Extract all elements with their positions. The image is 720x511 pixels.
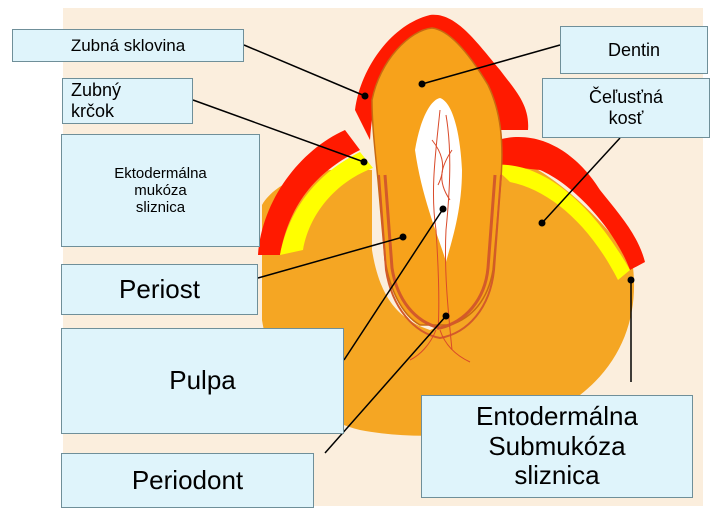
label-zubny-krcok-line-1: Zubný [71, 80, 121, 101]
label-entodermalna-line-2: Submukóza [476, 432, 638, 462]
label-celustna-kost: Čeľusťná kosť [542, 78, 710, 138]
label-periost-text: Periost [119, 275, 200, 305]
label-zubna-sklovina-text: Zubná sklovina [71, 36, 185, 56]
label-periodont-text: Periodont [132, 466, 243, 496]
label-ektodermalna-line-2: mukóza [114, 182, 207, 199]
label-celustna-kost-line-2: kosť [589, 108, 663, 129]
label-ektodermalna-sliznica: Ektodermálna mukóza sliznica [61, 134, 260, 247]
label-celustna-kost-line-1: Čeľusťná [589, 87, 663, 108]
label-ektodermalna-line-3: sliznica [114, 199, 207, 216]
label-zubny-krcok-line-2: krčok [71, 101, 121, 122]
label-entodermalna-line-3: sliznica [476, 461, 638, 491]
label-pulpa: Pulpa [61, 328, 344, 434]
label-periodont: Periodont [61, 453, 314, 508]
label-pulpa-text: Pulpa [169, 366, 236, 396]
label-entodermalna-sliznica: Entodermálna Submukóza sliznica [421, 395, 693, 498]
label-dentin-text: Dentin [608, 40, 660, 61]
label-zubna-sklovina: Zubná sklovina [12, 29, 244, 62]
label-zubny-krcok: Zubný krčok [62, 78, 193, 124]
label-ektodermalna-line-1: Ektodermálna [114, 165, 207, 182]
label-periost: Periost [61, 264, 258, 315]
label-entodermalna-line-1: Entodermálna [476, 402, 638, 432]
label-dentin: Dentin [560, 26, 708, 74]
